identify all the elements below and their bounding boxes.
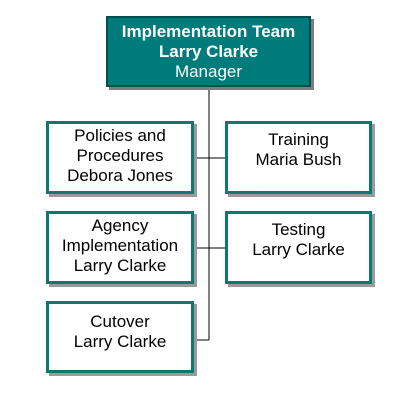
node-policies-line-2: Procedures: [76, 145, 164, 165]
node-policies-and-procedures: Policies and Procedures Debora Jones: [46, 121, 194, 194]
root-node-implementation-team: Implementation Team Larry Clarke Manager: [106, 16, 311, 87]
node-agency-implementation: Agency Implementation Larry Clarke: [46, 211, 194, 284]
node-training: Training Maria Bush: [225, 121, 372, 194]
node-training-title: Training: [268, 130, 329, 149]
node-testing-person: Larry Clarke: [252, 240, 345, 259]
root-node-title: Implementation Team: [121, 22, 296, 41]
node-cutover: Cutover Larry Clarke: [46, 301, 194, 373]
node-training-person: Maria Bush: [255, 150, 342, 169]
node-agency-person: Larry Clarke: [73, 255, 167, 275]
node-agency-line-1: Agency: [91, 215, 149, 235]
node-testing-title: Testing: [271, 220, 326, 239]
node-policies-person: Debora Jones: [67, 165, 173, 185]
root-node-role: Manager: [174, 62, 243, 81]
root-node-person: Larry Clarke: [158, 42, 259, 61]
node-agency-line-2: Implementation: [61, 235, 179, 255]
node-policies-line-1: Policies and: [74, 125, 166, 145]
node-cutover-title: Cutover: [90, 312, 150, 331]
node-cutover-person: Larry Clarke: [73, 332, 167, 351]
node-testing: Testing Larry Clarke: [225, 211, 372, 284]
